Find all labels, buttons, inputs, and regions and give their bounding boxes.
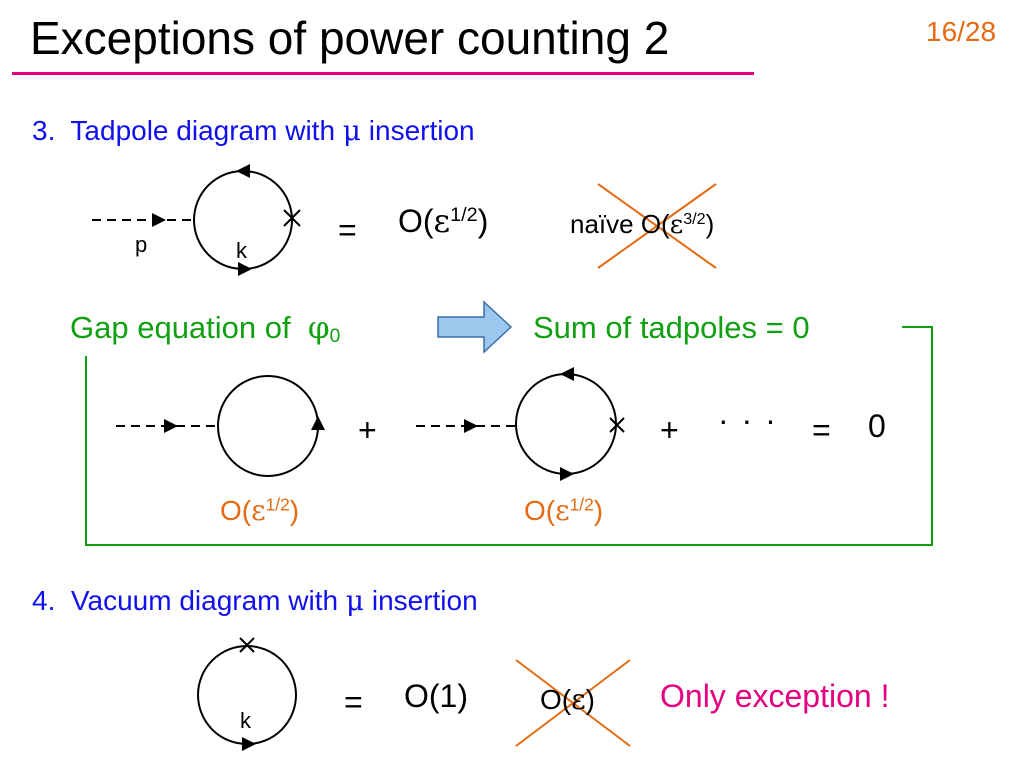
plus-sign: + <box>358 412 377 448</box>
equals-sign: = <box>812 412 831 448</box>
section3-heading-text: Tadpole diagram with <box>70 115 343 146</box>
plus-sign: + <box>660 412 679 448</box>
tadpole-diagram <box>92 164 301 276</box>
section3-number: 3. <box>32 115 56 146</box>
momentum-arrow-icon <box>152 213 166 227</box>
section4-heading-text: Vacuum diagram with <box>70 585 346 616</box>
section3-heading: 3. Tadpole diagram with μ insertion <box>32 114 475 147</box>
label-p: p <box>135 232 148 257</box>
section3-heading-tail: insertion <box>361 115 475 146</box>
section4-heading: 4. Vacuum diagram with μ insertion <box>32 584 478 617</box>
section4-number: 4. <box>32 585 56 616</box>
green-bracket <box>85 326 933 546</box>
momentum-arrow-icon <box>164 419 178 433</box>
insertion-cross-icon <box>609 417 625 433</box>
momentum-arrow-icon <box>464 419 478 433</box>
tadpole-term-2 <box>416 367 625 481</box>
phi-symbol: φ <box>307 310 330 346</box>
gap-equation-label: Gap equation of φ0 <box>70 310 341 347</box>
loop-arrow-icon <box>311 416 325 430</box>
insertion-cross-icon <box>283 209 301 227</box>
slide-title: Exceptions of power counting 2 <box>30 12 670 64</box>
right-arrow-icon <box>437 300 513 354</box>
loop-arrow-icon <box>236 164 250 178</box>
label-k: k <box>240 708 251 733</box>
loop-arrow-icon <box>238 262 252 276</box>
label-k: k <box>236 238 247 263</box>
term2-order: O(ε1/2) <box>524 494 604 527</box>
crossed-order: O(ε) <box>540 683 595 716</box>
insertion-cross-icon <box>239 637 255 653</box>
tadpole-order: O(ε1/2) <box>398 202 489 240</box>
mu-symbol: μ <box>342 114 361 147</box>
strike-cross-2 <box>515 659 631 747</box>
loop-arrow-icon <box>560 367 574 381</box>
vacuum-order: O(1) <box>404 678 468 714</box>
title-underline <box>12 72 754 75</box>
equals-sign: = <box>338 212 357 248</box>
section4-heading-tail: insertion <box>364 585 478 616</box>
mu-symbol: μ <box>345 584 365 617</box>
strike-cross-1 <box>597 183 717 269</box>
zero: 0 <box>868 408 886 444</box>
vacuum-diagram <box>197 637 297 751</box>
slide-number: 16/28 <box>926 16 997 47</box>
loop-arrow-icon <box>560 467 574 481</box>
only-exception-note: Only exception ! <box>660 678 890 714</box>
loop-arrow-icon <box>242 737 256 751</box>
equals-sign: = <box>344 684 363 720</box>
tadpole-term-1 <box>116 375 325 477</box>
naive-order: naïve O(ε3/2) <box>570 209 715 240</box>
term1-order: O(ε1/2) <box>220 494 300 527</box>
ellipsis: · · · <box>718 402 778 438</box>
sum-of-tadpoles-label: Sum of tadpoles = 0 <box>533 310 810 345</box>
